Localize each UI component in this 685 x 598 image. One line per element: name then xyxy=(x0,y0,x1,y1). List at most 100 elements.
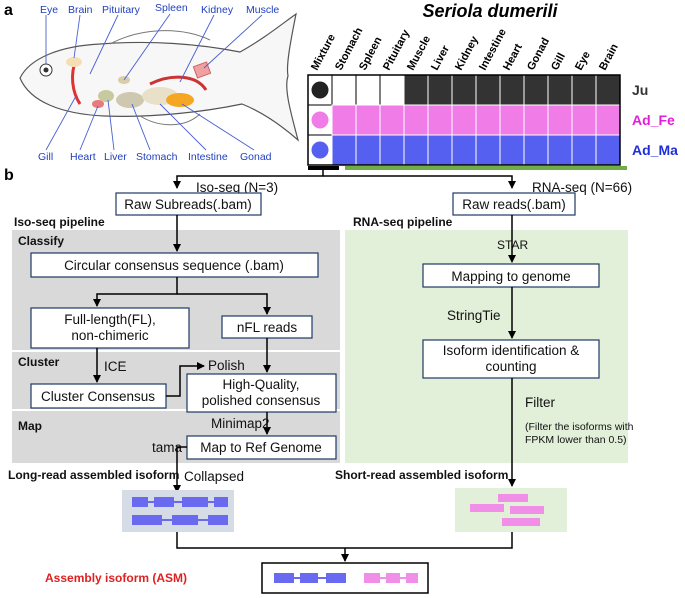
collapsed-label: Collapsed xyxy=(184,469,244,484)
tissue-header: Gill xyxy=(549,51,568,72)
grid-cell xyxy=(403,104,429,136)
tissue-header: Brain xyxy=(597,42,621,73)
grid-cell xyxy=(379,104,405,136)
rna-seq-bar xyxy=(345,166,627,170)
long-read-isoform xyxy=(122,490,234,532)
raw-subreads-label: Raw Subreads(.bam) xyxy=(124,197,252,212)
mapping-box: Mapping to genome xyxy=(422,263,600,288)
fl-box: Full-length(FL), non-chimeric xyxy=(30,307,190,349)
mixture-dot xyxy=(311,81,329,99)
organ-label-pituitary: Pituitary xyxy=(102,4,141,16)
grid-cell xyxy=(427,74,453,106)
grid-cell xyxy=(355,134,381,166)
isoform-id-line2: counting xyxy=(485,359,536,374)
cluster-consensus-label: Cluster Consensus xyxy=(41,389,155,404)
short-read-label: Short-read assembled isoform xyxy=(335,468,508,482)
iso-seq-title: Iso-seq (N=3) xyxy=(196,180,278,195)
grid-cell xyxy=(595,134,621,166)
polish-label: Polish xyxy=(208,358,245,373)
organ-leader-lines xyxy=(45,13,263,151)
grid-cell xyxy=(331,104,357,136)
cluster-consensus-box: Cluster Consensus xyxy=(30,383,167,409)
iso-seq-pipeline-label: Iso-seq pipeline xyxy=(14,215,105,229)
grid-cell xyxy=(595,104,621,136)
panel-a-label: a xyxy=(4,2,13,19)
grid-cell xyxy=(355,74,381,106)
grid-cell xyxy=(427,134,453,166)
short-read-isoform xyxy=(455,488,567,532)
mapping-label: Mapping to genome xyxy=(451,269,570,284)
grid-cell xyxy=(499,134,525,166)
raw-subreads-box: Raw Subreads(.bam) xyxy=(115,192,262,216)
section-classify: Classify xyxy=(18,234,64,248)
tissue-header: Liver xyxy=(429,43,452,72)
organ-label-intestine: Intestine xyxy=(188,151,228,163)
tama-label: tama xyxy=(152,440,183,455)
organ-label-eye: Eye xyxy=(40,4,58,16)
tissue-header: Eye xyxy=(573,49,593,72)
grid-cell xyxy=(475,134,501,166)
organ-label-stomach: Stomach xyxy=(136,151,178,163)
sample-grid xyxy=(307,74,621,166)
section-map: Map xyxy=(18,419,42,433)
grid-cell xyxy=(499,74,525,106)
isoform-id-box: Isoform identification & counting xyxy=(422,339,600,379)
grid-cell xyxy=(571,74,597,106)
rna-seq-title: RNA-seq (N=66) xyxy=(532,180,632,195)
grid-cell xyxy=(475,74,501,106)
organ-label-brain: Brain xyxy=(68,4,93,16)
grid-cell xyxy=(403,134,429,166)
fl-label-line2: non-chimeric xyxy=(71,328,149,343)
fish-body xyxy=(19,12,300,142)
mixture-dot xyxy=(311,141,329,159)
grid-cell xyxy=(595,74,621,106)
species-title: Seriola dumerili xyxy=(422,1,558,21)
fish-illustration xyxy=(19,12,300,142)
ccs-box: Circular consensus sequence (.bam) xyxy=(30,252,319,278)
grid-border xyxy=(307,74,621,166)
iso-seq-bar xyxy=(308,166,339,170)
organ-label-gonad: Gonad xyxy=(240,151,272,163)
isoform-id-line1: Isoform identification & xyxy=(443,343,580,358)
tissue-column-headers: MixtureStomachSpleenPituitaryMuscleLiver… xyxy=(309,26,621,73)
tissue-header: Heart xyxy=(501,42,525,73)
organ-label-liver: Liver xyxy=(104,151,127,163)
grid-cell xyxy=(547,74,573,106)
asm-isoform xyxy=(261,562,429,594)
map-ref-box: Map to Ref Genome xyxy=(186,435,337,460)
group-label: Ad_Ma xyxy=(632,142,678,158)
grid-cell xyxy=(451,104,477,136)
grid-cell xyxy=(427,104,453,136)
minimap-label: Minimap2 xyxy=(211,416,270,431)
grid-cell xyxy=(523,134,549,166)
asm-label: Assembly isoform (ASM) xyxy=(45,571,187,585)
grid-cell xyxy=(379,134,405,166)
grid-cell xyxy=(523,74,549,106)
fl-label-line1: Full-length(FL), xyxy=(64,312,156,327)
nfl-box: nFL reads xyxy=(221,315,313,339)
grid-cell xyxy=(403,74,429,106)
raw-reads-box: Raw reads(.bam) xyxy=(452,192,576,216)
hq-label-line1: High-Quality, xyxy=(222,377,299,392)
panel-b-label: b xyxy=(4,167,14,184)
filter-note-line1: (Filter the isoforms with xyxy=(525,421,634,433)
map-ref-label: Map to Ref Genome xyxy=(200,440,322,455)
star-label: STAR xyxy=(497,238,528,252)
hq-label-line2: polished consensus xyxy=(202,393,321,408)
grid-cell xyxy=(547,134,573,166)
grid-cell xyxy=(547,104,573,136)
grid-cell xyxy=(379,74,405,106)
mixture-dot xyxy=(311,111,329,129)
organ-label-muscle: Muscle xyxy=(246,4,279,16)
hq-box: High-Quality, polished consensus xyxy=(186,373,337,413)
ice-label: ICE xyxy=(104,359,127,374)
grid-cell xyxy=(571,134,597,166)
ccs-label: Circular consensus sequence (.bam) xyxy=(64,258,284,273)
organ-label-gill: Gill xyxy=(38,151,53,163)
organ-label-heart: Heart xyxy=(70,151,96,163)
rna-seq-pipeline-label: RNA-seq pipeline xyxy=(353,215,453,229)
raw-reads-label: Raw reads(.bam) xyxy=(462,197,566,212)
organ-label-spleen: Spleen xyxy=(155,2,188,14)
grid-cell xyxy=(355,104,381,136)
grid-cell xyxy=(331,134,357,166)
